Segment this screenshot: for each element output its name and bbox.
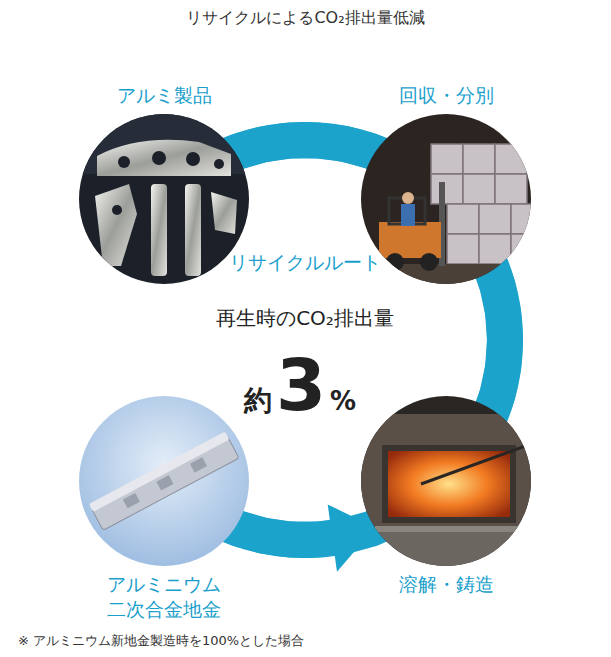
photo-illustration bbox=[361, 396, 531, 566]
step-photo bbox=[79, 396, 249, 566]
photo-illustration bbox=[79, 396, 249, 566]
step-label: アルミニウム 二次合金地金 bbox=[99, 572, 229, 621]
center-text-group: 再生時のCO₂排出量 bbox=[214, 308, 396, 328]
process-node: アルミニウム 二次合金地金 bbox=[79, 396, 249, 621]
process-node: 回収・分別 bbox=[361, 83, 531, 284]
center-label: リサイクルルート bbox=[229, 253, 381, 272]
step-photo bbox=[361, 396, 531, 566]
center-text-group: 約3% bbox=[242, 349, 358, 421]
center-label: 3 bbox=[276, 349, 326, 421]
diagram-title: リサイクルによるCO₂排出量低減 bbox=[0, 8, 611, 29]
footnote: ※ アルミニウム新地金製造時を100%とした場合 bbox=[18, 632, 304, 650]
step-photo bbox=[79, 114, 249, 284]
center-label: 約 bbox=[244, 387, 272, 415]
center-label: % bbox=[330, 388, 356, 414]
process-node: 溶解・鋳造 bbox=[361, 396, 531, 597]
step-photo bbox=[361, 114, 531, 284]
photo-illustration bbox=[361, 114, 531, 284]
process-node: アルミ製品 bbox=[79, 83, 249, 284]
step-label: 回収・分別 bbox=[399, 83, 494, 108]
center-text-group: リサイクルルート bbox=[227, 253, 383, 272]
center-label: 再生時のCO₂排出量 bbox=[216, 308, 394, 328]
photo-illustration bbox=[79, 114, 249, 284]
step-label: 溶解・鋳造 bbox=[399, 572, 494, 597]
step-label: アルミ製品 bbox=[117, 83, 212, 108]
